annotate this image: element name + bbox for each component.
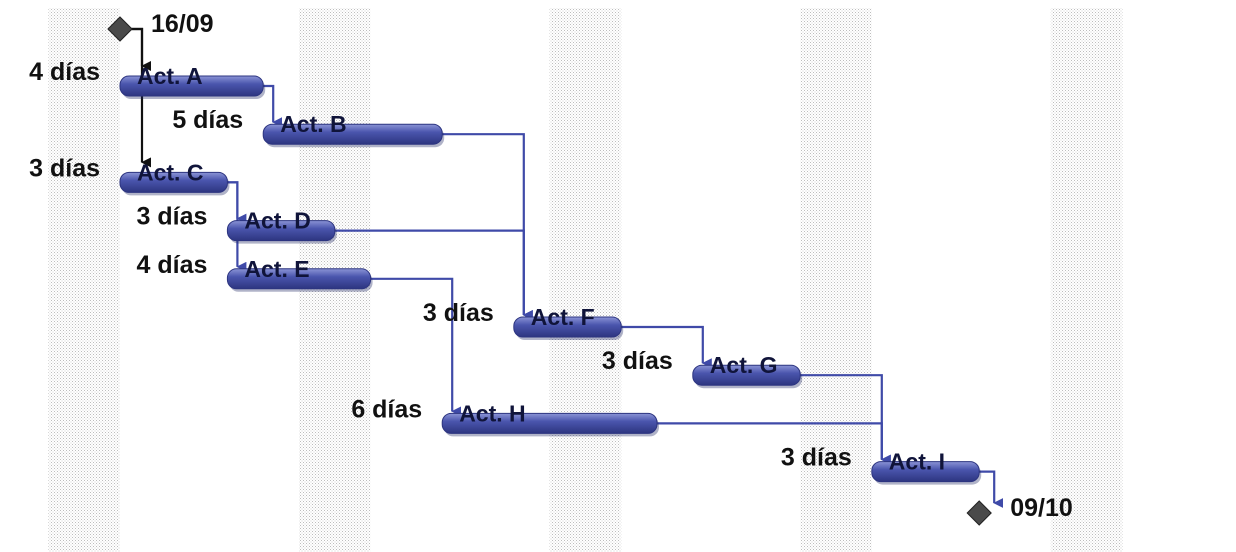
dependency-links — [129, 27, 1004, 508]
bar-G[interactable] — [692, 364, 801, 386]
bar-label-C: Act. C — [137, 159, 203, 185]
task-bars — [119, 75, 982, 485]
link-F-G — [621, 325, 712, 369]
link-A-B — [263, 84, 283, 128]
bar-label-B: Act. B — [280, 111, 346, 137]
bar-label-D: Act. D — [244, 208, 310, 234]
duration-label-G: 3 días — [602, 347, 673, 375]
bar-label-G: Act. G — [710, 352, 778, 378]
weekend-band — [1050, 8, 1123, 552]
milestone-end — [966, 500, 992, 526]
bar-C[interactable] — [119, 171, 228, 193]
link-start-A — [129, 27, 151, 71]
link-H-I — [657, 422, 891, 465]
weekend-band — [800, 8, 872, 552]
bar-label-I: Act. I — [889, 449, 945, 475]
milestone-label-end: 09/10 — [1010, 494, 1073, 522]
bar-label-A: Act. A — [137, 63, 203, 89]
duration-label-I: 3 días — [781, 444, 852, 472]
bar-F[interactable] — [513, 316, 622, 338]
link-B-F — [442, 133, 533, 320]
bar-I[interactable] — [871, 461, 980, 483]
milestone-label-start: 16/09 — [151, 10, 214, 38]
bar-label-F: Act. F — [531, 304, 595, 330]
link-D-F — [334, 229, 533, 320]
link-I-end — [979, 470, 1004, 508]
duration-label-E: 4 días — [137, 251, 208, 279]
bar-H[interactable] — [441, 412, 658, 434]
bar-B[interactable] — [262, 123, 443, 145]
weekend-band — [48, 8, 120, 552]
milestones: 16/09 09/10 — [107, 10, 1073, 526]
duration-label-C: 3 días — [29, 154, 100, 182]
duration-label-A: 4 días — [29, 58, 100, 86]
duration-label-F: 3 días — [423, 299, 494, 327]
duration-label-B: 5 días — [172, 106, 243, 134]
bar-D[interactable] — [226, 220, 336, 242]
weekend-band — [549, 8, 622, 552]
bar-E[interactable] — [226, 268, 372, 290]
link-E-H — [370, 277, 462, 417]
link-start-C — [129, 27, 151, 168]
duration-label-D: 3 días — [137, 203, 208, 231]
bar-label-E: Act. E — [244, 256, 309, 282]
milestone-start — [107, 16, 133, 42]
bar-label-H: Act. H — [459, 400, 525, 426]
duration-label-H: 6 días — [351, 395, 422, 423]
bar-A[interactable] — [119, 75, 264, 97]
